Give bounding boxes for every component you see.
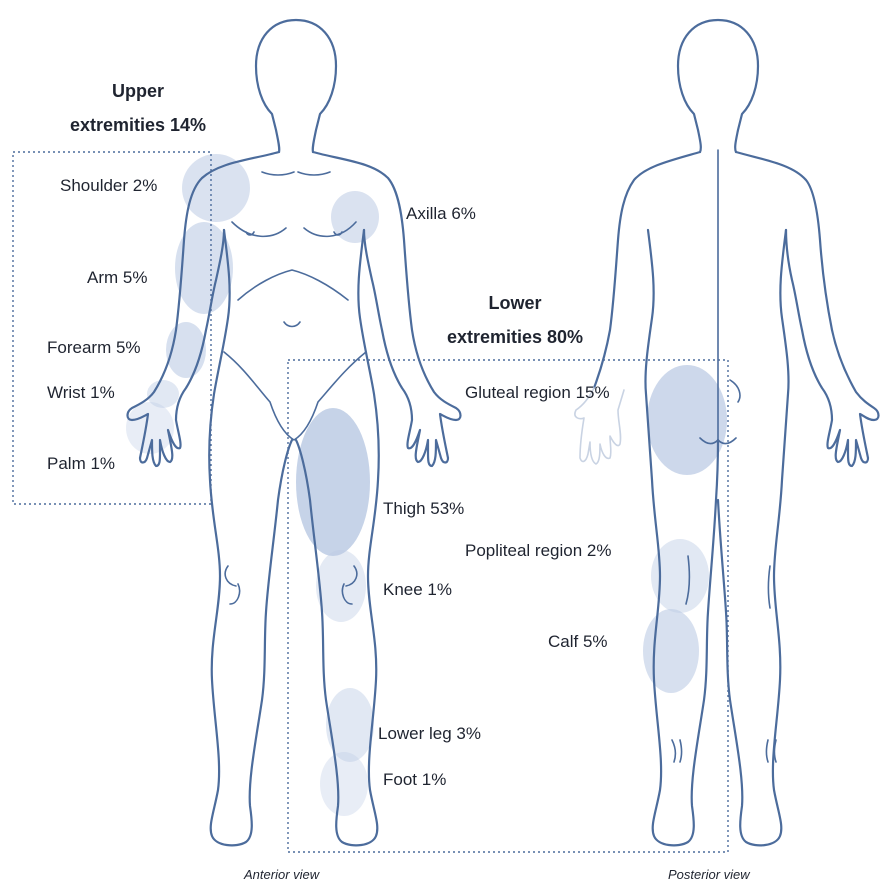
label-thigh: Thigh 53% <box>383 499 464 519</box>
caption-anterior-view: Anterior view <box>244 867 319 882</box>
label-calf: Calf 5% <box>548 632 608 652</box>
label-gluteal: Gluteal region 15% <box>465 383 610 403</box>
highlight-shoulder <box>182 154 250 222</box>
label-foot: Foot 1% <box>383 770 446 790</box>
anterior-clavicles <box>262 172 330 175</box>
lower-extremities-heading: Lower extremities 80% <box>395 292 635 348</box>
posterior-head <box>678 20 758 152</box>
anterior-figure <box>128 20 461 845</box>
posterior-ankles <box>672 740 776 762</box>
anterior-head <box>256 20 336 152</box>
label-lower-leg: Lower leg 3% <box>378 724 481 744</box>
upper-heading-line2: extremities 14% <box>18 114 258 136</box>
label-wrist: Wrist 1% <box>47 383 115 403</box>
lower-heading-line2: extremities 80% <box>395 326 635 348</box>
highlight-regions <box>126 154 727 816</box>
highlight-knee <box>316 550 366 622</box>
label-popliteal: Popliteal region 2% <box>465 541 611 561</box>
label-arm: Arm 5% <box>87 268 147 288</box>
posterior-right-arm <box>736 152 879 466</box>
anterior-torso-left <box>209 230 292 845</box>
upper-heading-line1: Upper <box>18 80 258 102</box>
label-shoulder: Shoulder 2% <box>60 176 157 196</box>
highlight-foot <box>320 752 368 816</box>
caption-posterior-view: Posterior view <box>668 867 750 882</box>
highlight-gluteal <box>647 365 727 475</box>
posterior-figure <box>575 20 879 845</box>
lower-heading-line1: Lower <box>395 292 635 314</box>
posterior-torso-right <box>718 230 789 845</box>
highlight-calf <box>643 609 699 693</box>
label-palm: Palm 1% <box>47 454 115 474</box>
label-forearm: Forearm 5% <box>47 338 141 358</box>
upper-extremities-heading: Upper extremities 14% <box>18 80 258 136</box>
label-knee: Knee 1% <box>383 580 452 600</box>
label-axilla: Axilla 6% <box>406 204 476 224</box>
